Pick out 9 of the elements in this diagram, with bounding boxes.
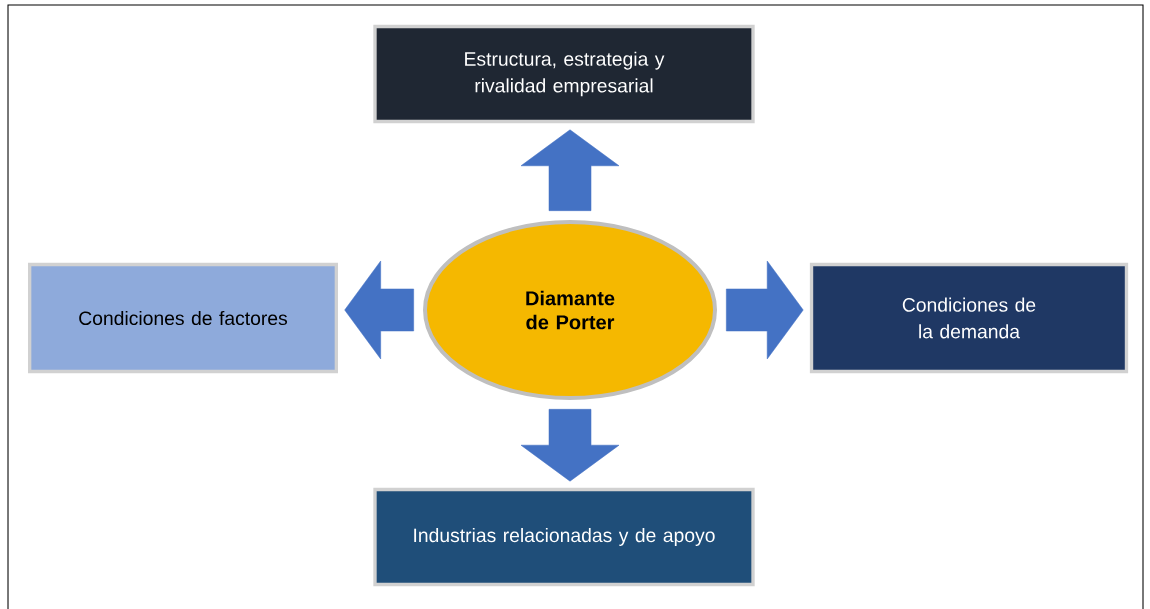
ellipse-node: Diamante de Porter: [423, 220, 717, 400]
process-box: Condiciones de factores: [28, 262, 338, 374]
block-arrow: [520, 129, 620, 211]
block-arrow: [520, 409, 620, 482]
block-arrow: [344, 260, 414, 360]
process-box: Condiciones de la demanda: [809, 262, 1129, 374]
process-box: Estructura, estrategia y rivalidad empresarial: [373, 24, 755, 124]
process-box: Industrias relacionadas y de apoyo: [373, 487, 755, 587]
block-arrow: [726, 260, 804, 360]
